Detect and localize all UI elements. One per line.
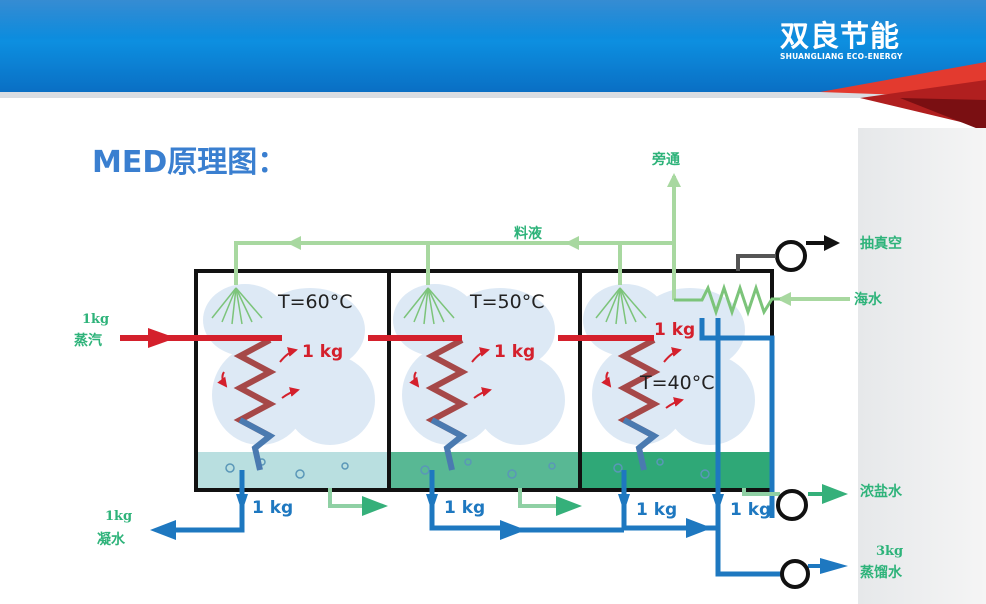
bubbles (225, 458, 710, 479)
steam-qty-label: 1kg (82, 312, 110, 327)
condensate-arrowheads (150, 494, 848, 574)
seawater-label: 海水 (854, 292, 882, 308)
distillate-label: 蒸馏水 (860, 565, 902, 581)
header-divider (0, 92, 986, 98)
pool-effect-2 (391, 452, 579, 488)
condensate-label: 凝水 (97, 532, 125, 548)
steam-arrowheads (148, 328, 176, 348)
effect-1-out-kg: 1 kg (252, 498, 294, 518)
condensate-qty-label: 1kg (105, 509, 133, 524)
steam-label: 蒸汽 (74, 333, 102, 349)
brine-arrowheads (362, 484, 848, 516)
pool-effect-3 (582, 452, 770, 488)
distillate-qty-label: 3kg (876, 544, 904, 559)
effect-3-vapor-kg: 1 kg (654, 320, 696, 340)
header-bar (0, 0, 986, 92)
effect-2-temp: T=50°C (470, 291, 545, 313)
effect-3-out-kg: 1 kg (636, 500, 678, 520)
effect-1-vapor-kg: 1 kg (302, 342, 344, 362)
vapor-arrows (217, 347, 684, 409)
header-shine (0, 0, 986, 38)
effect-1-temp: T=60°C (278, 291, 353, 313)
spray-nozzle-icon (211, 287, 647, 325)
company-logo: 双良节能 SHUANGLIANG ECO-ENERGY (780, 20, 940, 62)
vacuum-line (736, 254, 776, 271)
brine-label: 浓盐水 (860, 484, 902, 500)
pump-icon (775, 240, 810, 589)
logo-en: SHUANGLIANG ECO-ENERGY (780, 52, 903, 61)
last-out-kg: 1 kg (730, 500, 772, 520)
vacuum-label: 抽真空 (860, 236, 902, 252)
feed-label: 料液 (514, 226, 542, 242)
shadow-swoosh (900, 98, 986, 132)
page-title: MED原理图： (92, 145, 288, 180)
bypass-label: 旁通 (652, 152, 680, 168)
effect-2-vapor-kg: 1 kg (494, 342, 536, 362)
right-panel-shadow (858, 128, 986, 604)
feed-line (234, 173, 850, 306)
heating-tubes (233, 337, 661, 471)
pool-effect-1 (198, 452, 388, 488)
header-corner-swoosh (820, 62, 986, 132)
logo-cn: 双良节能 (780, 19, 901, 53)
effect-2-out-kg: 1 kg (444, 498, 486, 518)
effect-3-temp: T=40°C (640, 372, 715, 394)
coil-icon (674, 283, 780, 317)
